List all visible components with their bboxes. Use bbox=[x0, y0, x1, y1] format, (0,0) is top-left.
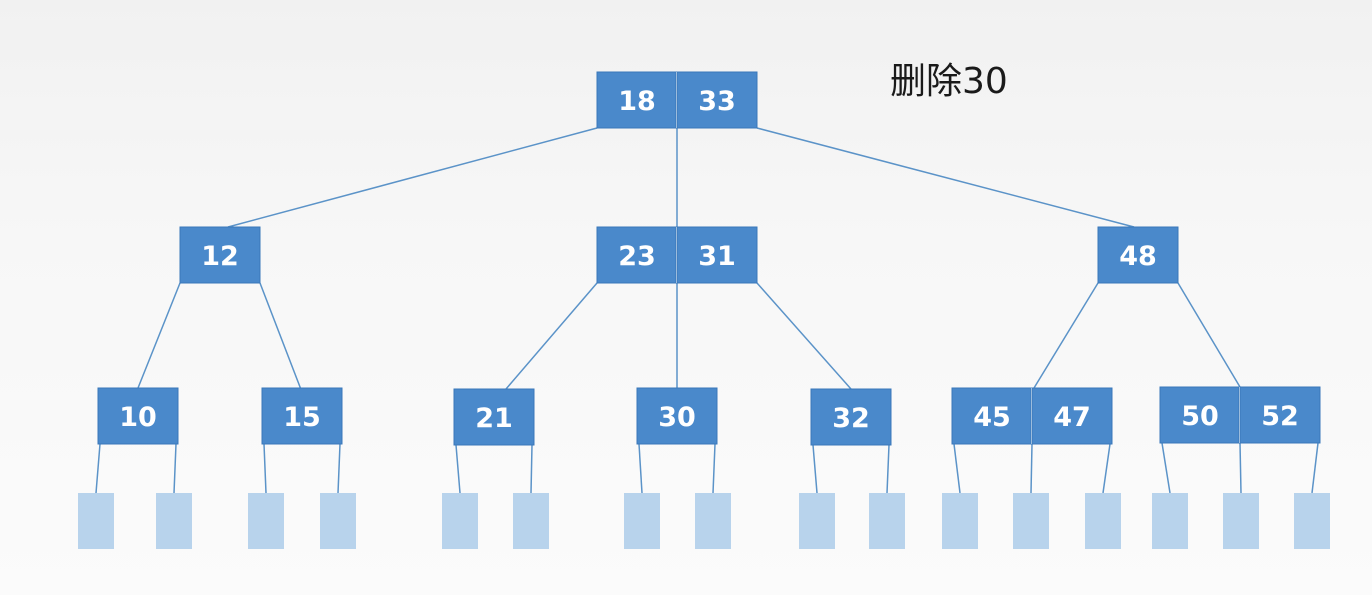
node-key-cell bbox=[97, 387, 179, 445]
node-key-cell bbox=[1239, 386, 1321, 444]
null-leaf bbox=[78, 493, 114, 549]
edge-internal-to-child bbox=[137, 282, 181, 389]
null-leaf bbox=[513, 493, 549, 549]
edge-internal-to-child bbox=[505, 282, 598, 390]
edge-to-leaf bbox=[886, 444, 890, 494]
internal-node: 48 bbox=[1097, 226, 1179, 284]
node-key-cell bbox=[1031, 387, 1113, 445]
node-key-cell bbox=[1159, 386, 1240, 444]
edge-to-leaf bbox=[953, 443, 961, 494]
node-key: 48 bbox=[1119, 241, 1157, 272]
bottom-node: 10 bbox=[97, 387, 179, 445]
edge-to-leaf bbox=[638, 443, 643, 494]
node-key: 47 bbox=[1053, 402, 1091, 433]
null-leaf bbox=[156, 493, 192, 549]
edge-to-leaf bbox=[1239, 442, 1242, 494]
bottom-node: 45 47 bbox=[951, 387, 1113, 445]
edge-to-leaf bbox=[337, 443, 341, 494]
null-leaf bbox=[1223, 493, 1259, 549]
node-key-cell bbox=[179, 226, 261, 284]
edge-to-leaf bbox=[712, 443, 716, 494]
internal-node: 12 bbox=[179, 226, 261, 284]
bottom-node: 32 bbox=[810, 388, 892, 446]
node-key-cell bbox=[453, 388, 535, 446]
node-key-cell bbox=[676, 71, 758, 129]
edge-internal-to-child bbox=[1177, 282, 1241, 388]
edge-to-leaf bbox=[1102, 443, 1111, 494]
edge-to-leaf bbox=[1311, 442, 1319, 494]
node-key: 15 bbox=[283, 402, 321, 433]
null-leaf bbox=[942, 493, 978, 549]
node-key-cell bbox=[596, 226, 677, 284]
node-key: 45 bbox=[973, 402, 1011, 433]
node-key-cell bbox=[1097, 226, 1179, 284]
node-key: 52 bbox=[1261, 401, 1299, 432]
edge-to-leaf bbox=[263, 443, 267, 494]
bottom-node: 15 bbox=[261, 387, 343, 445]
bottom-node: 30 bbox=[636, 387, 718, 445]
node-key-cell bbox=[676, 226, 758, 284]
edge-root-to-child bbox=[756, 127, 1135, 228]
node-key: 33 bbox=[698, 86, 736, 117]
null-leaf bbox=[248, 493, 284, 549]
internal-node: 23 31 bbox=[596, 226, 758, 284]
null-leaf bbox=[1085, 493, 1121, 549]
bottom-node: 21 bbox=[453, 388, 535, 446]
bottom-node: 50 52 bbox=[1159, 386, 1321, 444]
node-key: 10 bbox=[119, 402, 157, 433]
node-key: 32 bbox=[832, 403, 870, 434]
node-key: 12 bbox=[201, 241, 239, 272]
null-leaf bbox=[1013, 493, 1049, 549]
edge-to-leaf bbox=[455, 444, 461, 494]
node-key: 21 bbox=[475, 403, 513, 434]
null-leaves bbox=[78, 493, 1330, 549]
edge-root-to-child bbox=[227, 127, 598, 228]
edge-to-leaf bbox=[1161, 442, 1171, 494]
tree-edges bbox=[95, 127, 1319, 494]
null-leaf bbox=[869, 493, 905, 549]
null-leaf bbox=[799, 493, 835, 549]
null-leaf bbox=[442, 493, 478, 549]
node-key: 50 bbox=[1181, 401, 1219, 432]
null-leaf bbox=[624, 493, 660, 549]
node-key-cell bbox=[810, 388, 892, 446]
null-leaf bbox=[1152, 493, 1188, 549]
node-key-cell bbox=[261, 387, 343, 445]
edge-to-leaf bbox=[1030, 443, 1033, 494]
node-key: 30 bbox=[658, 402, 696, 433]
node-key-cell bbox=[596, 71, 677, 129]
edge-to-leaf bbox=[812, 444, 818, 494]
node-key: 18 bbox=[618, 86, 656, 117]
null-leaf bbox=[695, 493, 731, 549]
edge-internal-to-child bbox=[259, 282, 302, 389]
node-key: 23 bbox=[618, 241, 656, 272]
edge-to-leaf bbox=[530, 444, 533, 494]
edge-internal-to-child bbox=[756, 282, 852, 390]
caption-delete-30: 删除30 bbox=[890, 61, 1008, 102]
edge-internal-to-child bbox=[1033, 282, 1099, 389]
edge-to-leaf bbox=[173, 443, 177, 494]
node-key: 31 bbox=[698, 241, 736, 272]
node-key-cell bbox=[636, 387, 718, 445]
node-key-cell bbox=[951, 387, 1032, 445]
null-leaf bbox=[1294, 493, 1330, 549]
null-leaf bbox=[320, 493, 356, 549]
edge-to-leaf bbox=[95, 443, 101, 494]
